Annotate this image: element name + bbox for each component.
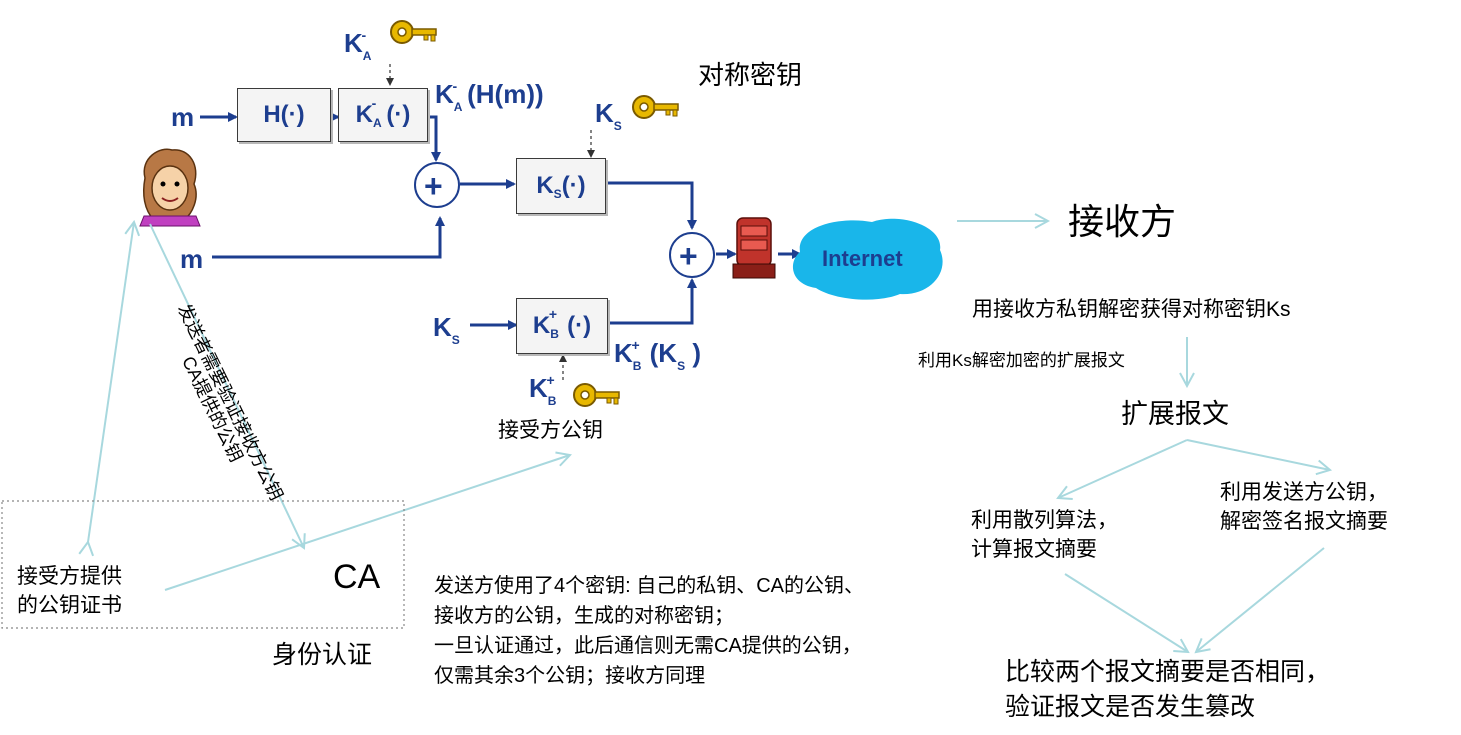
summary-text: 发送方使用了4个密钥: 自己的私钥、CA的公钥、 接收方的公钥，生成的对称密钥；… [434,575,865,687]
signature-step-label: 利用发送方公钥， 解密签名报文摘要 [1220,481,1388,534]
arrow-ka-to-plus1 [426,115,441,162]
plus-circle-1 [414,162,460,208]
extended-message-label: 扩展报文 [1121,399,1229,429]
router-icon [732,217,776,279]
receiver-pubkey-label: 接受方公钥 [498,419,603,442]
kb-public-key-label: KB+ [529,372,557,408]
ks-input-label: KS [433,312,460,347]
arrow-m-to-plus1 [212,216,445,259]
key-icon [632,95,679,119]
arrow-sig-to-compare [1196,547,1325,652]
plus-sign-1: + [424,168,443,204]
ca-label: CA [333,558,381,596]
sender-person-icon [139,148,201,227]
plus-circle-2 [669,232,715,278]
flow-arrows [200,112,802,330]
key-icon [390,20,437,44]
hash-step-label: 利用散列算法， 计算报文摘要 [971,509,1118,562]
symmetric-key-label: 对称密钥 [698,60,803,90]
plus-sign-2: + [679,238,698,274]
identity-auth-frame [1,500,405,629]
arrow-hash-to-compare [1064,573,1188,652]
ka-signature-label: KA-(H(m)) [435,78,544,114]
annotation-arrows [88,221,1330,652]
internet-cloud [792,218,943,300]
key-dashed-arrows [386,64,595,380]
identity-auth-label: 身份认证 [272,641,373,669]
arrow-cert-to-receiver-pubkey [164,455,570,591]
arrow-cert-to-sender [88,222,134,542]
arrow-ks-to-plus2 [604,181,697,230]
arrow-extended-to-hash [1058,439,1188,498]
m-label-top: m [171,102,195,132]
hash-box: H(·) [237,88,331,142]
arrow-kb-to-plus2 [606,278,697,325]
m-label-bottom: m [180,244,204,274]
step-decrypt-ks: 用接收方私钥解密获得对称密钥Ks [972,298,1291,321]
arrow-sender-to-ca [149,223,304,548]
key-icon [573,383,620,407]
receiver-label: 接收方 [1068,201,1177,242]
kb-output-label: KB+(KS ) [614,337,701,373]
step-use-ks: 利用Ks解密加密的扩展报文 [918,351,1125,370]
ka-private-key-label: KA- [344,27,372,63]
arrow-extended-to-sig [1186,439,1330,470]
certificate-label: 接受方提供 的公钥证书 [17,565,122,618]
compare-step-label: 比较两个报文摘要是否相同， 验证报文是否发生篡改 [1005,658,1331,721]
internet-label: Internet [822,246,903,271]
ks-key-label: KS [595,98,622,133]
